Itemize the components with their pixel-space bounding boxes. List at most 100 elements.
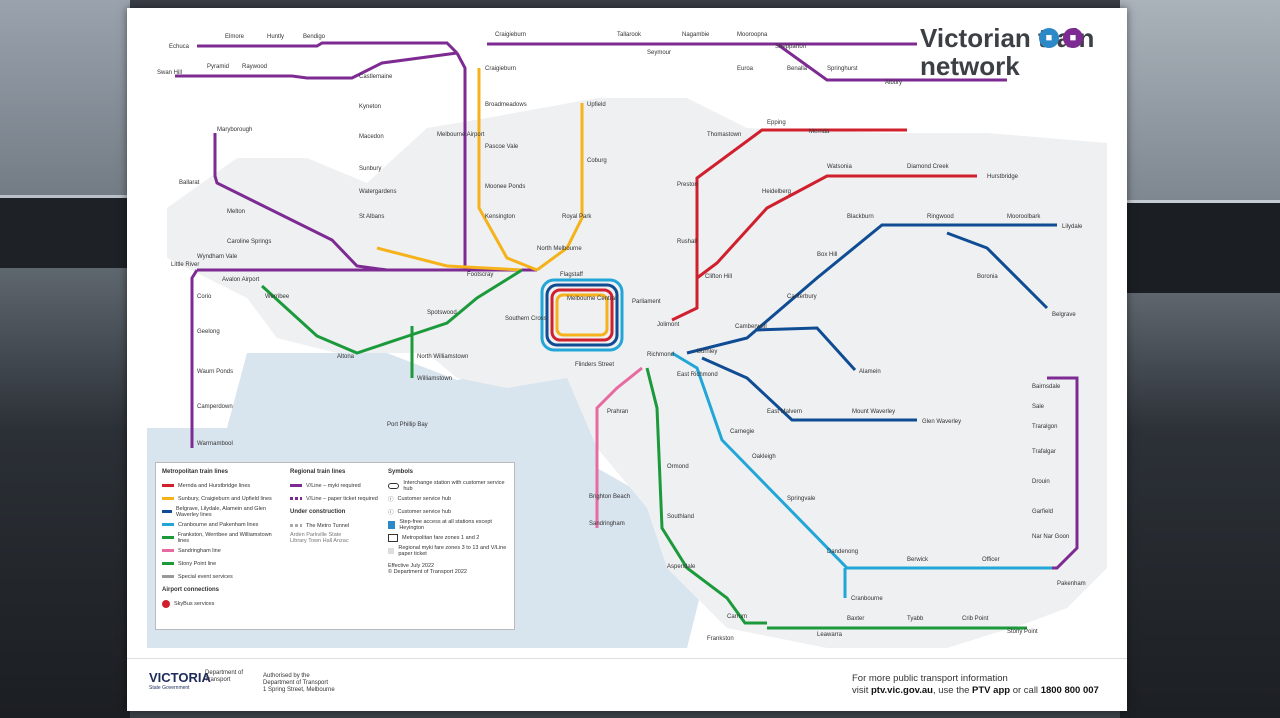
metro-lilydale-line: [686, 223, 1057, 355]
metro-hurstbridge-line: [696, 174, 977, 280]
station-label: Aspendale: [667, 564, 696, 570]
station-label: Kensington: [485, 214, 515, 220]
station-label: Epping: [767, 120, 786, 126]
background-shelf: [1120, 200, 1280, 293]
map-title: Victorian train network: [920, 23, 1095, 81]
metro-sunbury-line: [376, 246, 523, 272]
legend-metro: Metropolitan train lines Mernda and Hurs…: [162, 469, 282, 610]
station-label: Mount Waverley: [852, 409, 895, 415]
station-label: Sale: [1032, 404, 1045, 410]
legend-item: Metropolitan fare zones 1 and 2: [388, 531, 508, 544]
train-network-poster: Port Phillip Bay: [127, 8, 1127, 711]
station-label: Sunbury: [359, 166, 381, 172]
station-label: Huntly: [267, 34, 284, 40]
station-label: Springhurst: [827, 66, 858, 72]
ptv-website-link[interactable]: ptv.vic.gov.au: [871, 685, 933, 696]
station-label: Melton: [227, 209, 245, 215]
station-label: Clifton Hill: [705, 274, 732, 280]
station-label: Pakenham: [1057, 581, 1086, 587]
station-label: Raywood: [242, 64, 267, 70]
station-label: Mooroolbark: [1007, 214, 1041, 220]
station-label: Williamstown: [417, 376, 452, 382]
footer: VICTORIA State Government Department of …: [127, 658, 1127, 711]
department-name: Department of Transport: [205, 670, 244, 683]
station-label: Corio: [197, 294, 212, 300]
station-label: Berwick: [907, 557, 929, 563]
station-label: Bendigo: [303, 34, 326, 40]
station-label: Altona: [337, 354, 355, 360]
station-label: Royal Park: [562, 214, 592, 220]
vline-echuca-line: [197, 41, 459, 55]
metro-upfield-line: [536, 103, 584, 272]
station-label: St Albans: [359, 214, 384, 220]
legend-item: Interchange station with customer servic…: [388, 479, 508, 492]
station-label: Ringwood: [927, 214, 954, 220]
legend-item: Step-free access at all stations except …: [388, 518, 508, 531]
station-label: Mernda: [809, 129, 830, 135]
station-label: Boronia: [977, 274, 998, 280]
legend-item: Cranbourne and Pakenham lines: [162, 518, 282, 531]
station-label: Leawarra: [817, 632, 843, 638]
station-label: Benalla: [787, 66, 808, 72]
city-loop-inner: [545, 283, 619, 347]
station-label: East Malvern: [767, 409, 802, 415]
station-label: Blackburn: [847, 214, 874, 220]
legend-heading: Airport connections: [162, 587, 220, 593]
station-label: Heidelberg: [762, 189, 791, 195]
victoria-logo: VICTORIA State Government: [149, 670, 211, 691]
station-label: Glen Waverley: [922, 419, 961, 425]
station-label: Canterbury: [787, 294, 817, 300]
legend-heading: Under construction: [290, 509, 346, 515]
station-label: Avalon Airport: [222, 277, 260, 283]
station-label: Pascoe Vale: [485, 144, 519, 150]
legend-item: Stony Point line: [162, 557, 282, 570]
metro-frankston-line: [645, 367, 767, 625]
station-label: Shepparton: [775, 44, 806, 50]
station-label: Footscray: [467, 272, 493, 278]
vline-ballarat-line: [213, 133, 388, 272]
station-label: Jolimont: [657, 322, 680, 328]
legend-item: Regional myki fare zones 3 to 13 and V/L…: [388, 544, 508, 557]
vline-swan-hill-line: [175, 51, 458, 80]
legend-heading: Symbols: [388, 469, 414, 475]
legend-symbols: Symbols Interchange station with custome…: [388, 469, 508, 575]
legend-heading: Metropolitan train lines: [162, 469, 229, 475]
station-label: Cranbourne: [851, 596, 883, 602]
title-icons: ■ ■: [1039, 28, 1083, 48]
station-label: Broadmeadows: [485, 102, 527, 108]
station-label: Nagambie: [682, 32, 710, 38]
ptv-app-link[interactable]: PTV app: [972, 685, 1011, 696]
legend-item: Mernda and Hurstbridge lines: [162, 479, 282, 492]
station-label: Lilydale: [1062, 224, 1083, 230]
ptv-phone-number[interactable]: 1800 800 007: [1040, 685, 1099, 696]
station-label: Rushall: [677, 239, 697, 245]
metro-pakenham-line: [671, 351, 1052, 570]
station-label: Belgrave: [1052, 312, 1076, 318]
legend-construction-stations: Arden Parkville State Library Town Hall …: [290, 532, 349, 544]
station-label: North Williamstown: [417, 354, 468, 360]
city-loop-red: [550, 288, 614, 342]
legend-item: Frankston, Werribee and Williamstown lin…: [162, 531, 282, 544]
station-label: Ballarat: [179, 180, 200, 186]
contact-info: For more public transport information vi…: [852, 673, 1099, 696]
station-label: Thomastown: [707, 132, 741, 138]
station-label: Wyndham Vale: [197, 254, 238, 260]
station-label: Trafalgar: [1032, 449, 1056, 455]
info-icon: ⓘ: [388, 509, 394, 516]
train-icon: ■: [1039, 28, 1059, 48]
station-label: Watergardens: [359, 189, 396, 195]
station-label: Werribee: [265, 294, 290, 300]
metro-mernda-line: [671, 128, 907, 322]
port-phillip-label: Port Phillip Bay: [387, 422, 428, 428]
station-label: Stony Point: [1007, 629, 1038, 635]
station-label: Baxter: [847, 616, 864, 622]
city-loop-yellow: [555, 293, 609, 337]
station-label: Seymour: [647, 50, 671, 56]
station-label: Watsonia: [827, 164, 852, 170]
background-left: [0, 0, 130, 718]
station-label: Bairnsdale: [1032, 384, 1061, 390]
station-label: Burnley: [697, 349, 717, 355]
station-label: Coburg: [587, 158, 607, 164]
station-label: Swan Hill: [157, 70, 182, 76]
